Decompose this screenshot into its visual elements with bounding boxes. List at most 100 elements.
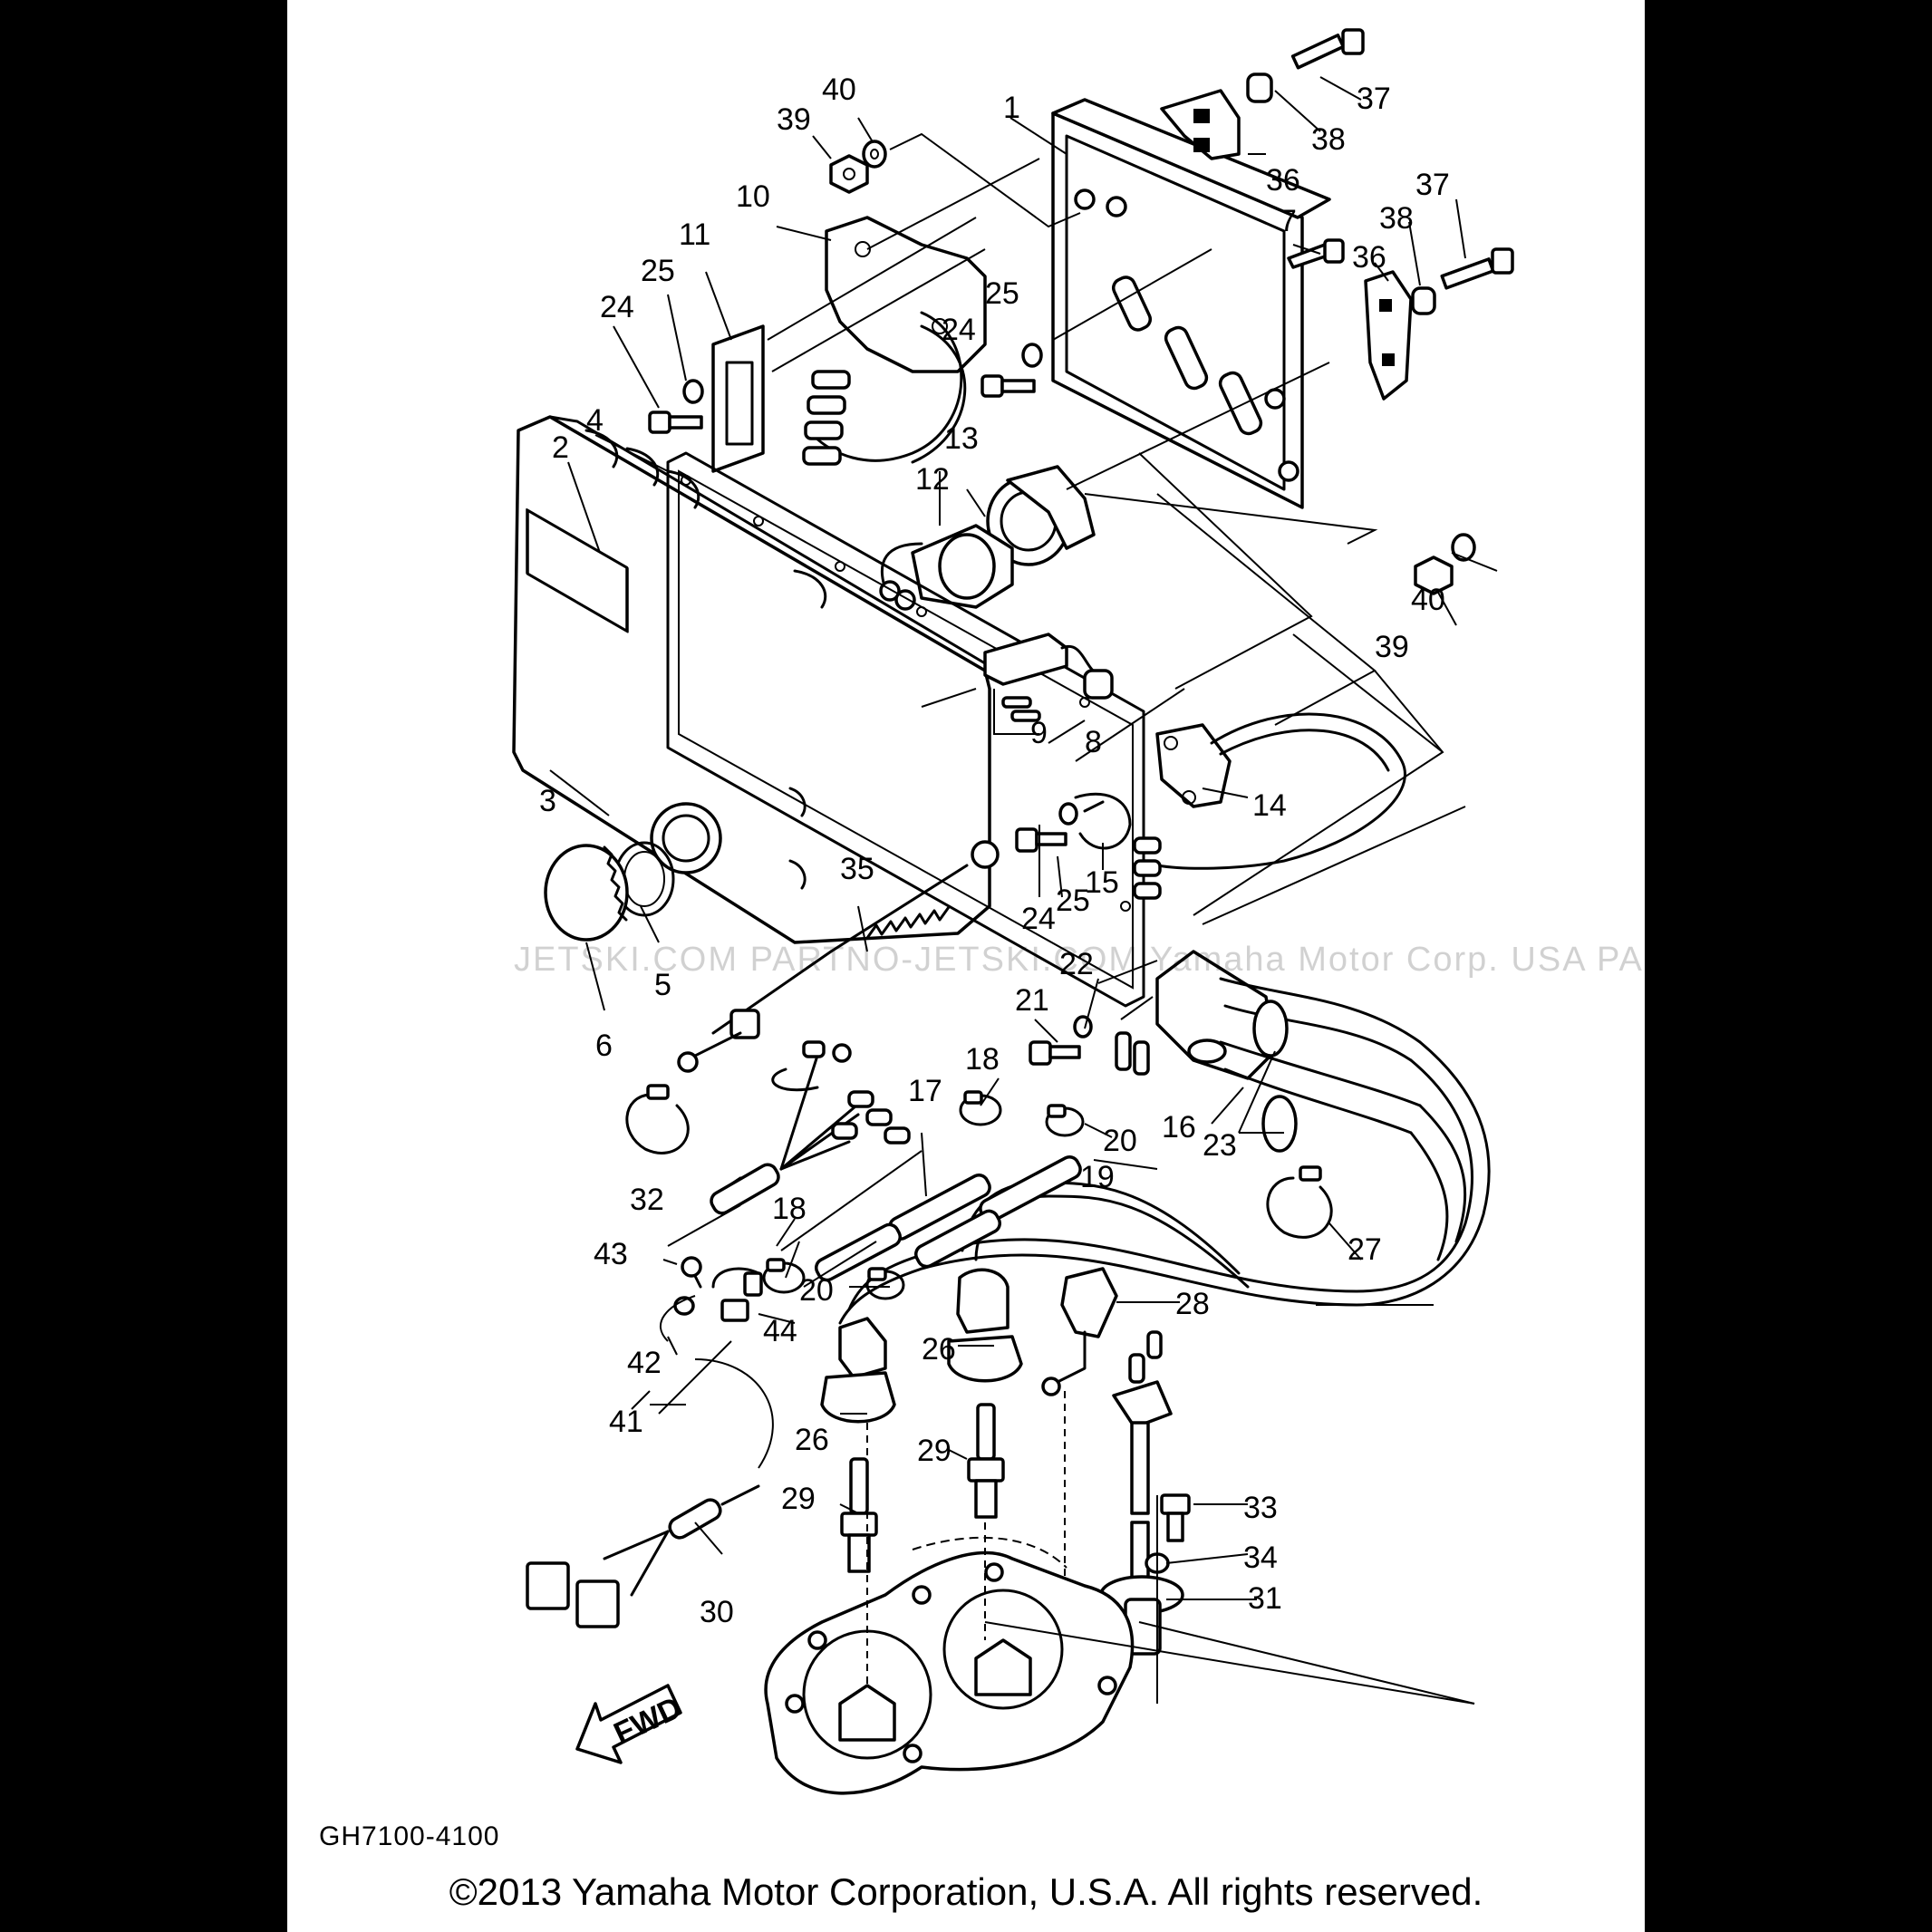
part-22-washer: [1073, 1015, 1093, 1038]
part-labels: 1 2 3 4 5 6 7 8 9 10 11 12 13 14 15 16 1…: [539, 72, 1450, 1629]
parts-diagram-sheet: FWD 1 2 3 4 5 6 7 8 9 10 11 12 13 14 15 …: [287, 0, 1645, 1932]
part-33-bolt: [1160, 1493, 1191, 1542]
label-26-left: 26: [795, 1423, 829, 1457]
label-33: 33: [1243, 1491, 1278, 1525]
part-37-bolt-top: [1290, 28, 1365, 70]
label-8: 8: [1085, 725, 1102, 759]
part-32-clamp: [625, 1084, 690, 1154]
part-26-plug-cap-left: [820, 1317, 896, 1424]
part-31-sensor: [1099, 1330, 1184, 1656]
part-8-leader-bracket: [1048, 720, 1086, 744]
label-40-right: 40: [1411, 583, 1445, 617]
label-14: 14: [1252, 788, 1287, 823]
label-24-topleft: 24: [600, 290, 634, 324]
part-28-bracket: [1041, 1267, 1118, 1396]
part-11-bracket: [711, 324, 765, 473]
part-36-bracket-right: [1364, 270, 1413, 401]
label-28: 28: [1175, 1287, 1210, 1321]
label-27: 27: [1348, 1232, 1382, 1267]
label-25-mid: 25: [985, 276, 1019, 311]
label-20-upper: 20: [1103, 1124, 1137, 1158]
label-22: 22: [1059, 947, 1094, 981]
label-7: 7: [1280, 204, 1297, 238]
part-20-clip-lower: [865, 1267, 905, 1300]
label-35: 35: [840, 852, 874, 886]
diagram-code: GH7100-4100: [319, 1821, 500, 1851]
label-11: 11: [679, 217, 710, 252]
label-36-right: 36: [1352, 240, 1386, 275]
label-13: 13: [944, 421, 979, 456]
part-12-relay: [879, 524, 1014, 611]
part-26-plug-cap-right: [947, 1268, 1023, 1383]
part-18-clip-lower: [762, 1258, 806, 1294]
label-38-top: 38: [1311, 122, 1346, 157]
part-40-washer-top: [862, 140, 887, 169]
label-31: 31: [1248, 1581, 1282, 1616]
exploded-parts-diagram: FWD 1 2 3 4 5 6 7 8 9 10 11 12 13 14 15 …: [512, 28, 1514, 1795]
part-25-washer-mid: [1021, 343, 1043, 368]
alignment-lines: [659, 1295, 1067, 1686]
label-38-right: 38: [1379, 201, 1414, 236]
part-36-bracket-top: [1160, 89, 1241, 160]
label-40-top: 40: [822, 72, 856, 107]
copyright-notice: ©2013 Yamaha Motor Corporation, U.S.A. A…: [449, 1870, 1483, 1913]
label-1: 1: [1003, 91, 1020, 125]
part-20-clip-upper: [1045, 1104, 1085, 1137]
part-25-washer-topleft: [682, 379, 704, 404]
part-27-clamp: [1266, 1165, 1333, 1239]
part-35-choke-cable: [677, 840, 1000, 1073]
part-29-spark-plug-right: [967, 1403, 1005, 1519]
label-41: 41: [609, 1405, 643, 1439]
wire-harness: [710, 1040, 911, 1215]
part-25-washer-lower: [1058, 802, 1078, 826]
label-6: 6: [595, 1029, 613, 1063]
explosion-lines: [667, 132, 1475, 1705]
part-24-screw-mid: [980, 374, 1036, 398]
part-23-grommet-upper: [1252, 1000, 1289, 1058]
part-39-nut-top: [829, 154, 869, 194]
label-24-lower: 24: [1021, 902, 1056, 936]
label-39-right: 39: [1375, 630, 1409, 664]
part-24-screw-topleft: [648, 411, 703, 434]
label-leaders: [549, 76, 1498, 1600]
part-4-gasket: [666, 451, 1145, 1008]
label-34: 34: [1243, 1541, 1278, 1575]
label-29-left: 29: [781, 1482, 816, 1516]
label-17: 17: [908, 1074, 942, 1108]
label-25-topleft: 25: [641, 254, 675, 288]
label-9: 9: [1030, 716, 1048, 750]
fwd-arrow-icon: FWD: [575, 1684, 687, 1764]
part-14-regulator: [1133, 712, 1406, 900]
part-30-harness: [526, 1484, 760, 1628]
label-15: 15: [1085, 865, 1119, 900]
label-3: 3: [539, 784, 556, 818]
label-37-top: 37: [1357, 82, 1391, 116]
label-10: 10: [736, 179, 770, 214]
part-1-electrical-box: [1051, 98, 1331, 509]
label-5: 5: [654, 968, 671, 1002]
watermark-text: JETSKI.COM PARTNO-JETSKI.COM Yamaha Moto…: [514, 941, 1645, 979]
part-38-spacer-top: [1246, 72, 1273, 103]
engine-crankcase: [764, 1550, 1135, 1795]
part-37-bolt-right: [1440, 247, 1514, 290]
label-16: 16: [1162, 1110, 1196, 1145]
part-6-cap: [544, 844, 629, 942]
part-15-clamp: [1074, 792, 1132, 850]
label-37-right: 37: [1415, 168, 1450, 202]
part-7-screw: [1287, 238, 1345, 269]
label-36-top: 36: [1266, 163, 1300, 198]
part-18-clip-upper: [959, 1090, 1002, 1126]
label-29-right: 29: [917, 1434, 952, 1468]
label-26-right: 26: [922, 1332, 956, 1367]
part-8-9-bracket-line: [993, 689, 1039, 735]
label-42: 42: [627, 1346, 662, 1380]
label-32: 32: [630, 1183, 664, 1217]
part-16-ignition-coil: [1115, 950, 1422, 1135]
part-23-grommet-lower: [1261, 1095, 1298, 1153]
part-2-cover: [512, 415, 991, 944]
label-25-lower: 25: [1056, 884, 1090, 918]
part-19-tube: [913, 1155, 1082, 1269]
label-18-lower: 18: [772, 1192, 807, 1226]
label-4: 4: [586, 403, 604, 438]
label-23: 23: [1203, 1128, 1237, 1163]
